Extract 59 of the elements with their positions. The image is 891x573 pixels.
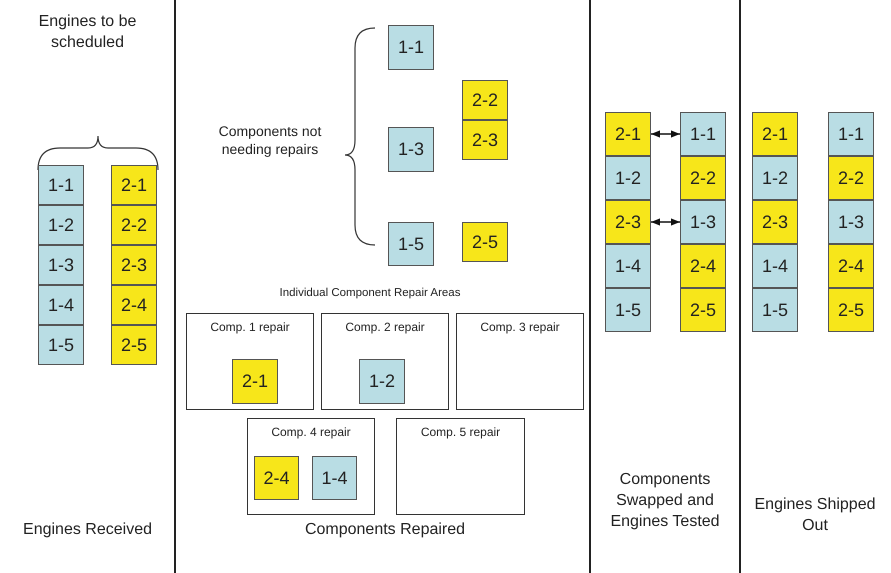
double-arrow	[651, 130, 680, 138]
component-box: 1-1	[680, 112, 726, 156]
double-arrow	[651, 218, 680, 226]
component-box: 1-1	[828, 112, 874, 156]
component-box: 1-1	[38, 165, 84, 205]
component-box: 2-1	[232, 359, 278, 404]
component-box: 1-3	[680, 200, 726, 244]
component-box: 1-3	[388, 127, 434, 172]
component-box: 2-2	[111, 205, 157, 245]
component-box: 1-2	[752, 156, 798, 200]
component-box: 1-5	[752, 288, 798, 332]
repair-area-box	[396, 418, 525, 515]
component-box: 2-1	[605, 112, 651, 156]
component-box: 2-1	[111, 165, 157, 205]
component-box: 2-2	[828, 156, 874, 200]
area-title: Comp. 5 repair	[420, 425, 502, 439]
component-box: 2-3	[462, 120, 508, 160]
component-box: 2-2	[680, 156, 726, 200]
component-box: 1-5	[38, 325, 84, 365]
component-box: 2-4	[111, 285, 157, 325]
component-box: 2-4	[828, 244, 874, 288]
caption-text: Engines Received	[22, 520, 153, 540]
caption-text: Components Swapped and Engines Tested	[609, 470, 721, 532]
repair-area-box	[456, 313, 584, 410]
component-box: 2-3	[111, 245, 157, 285]
component-box: 1-2	[605, 156, 651, 200]
component-box: 1-5	[605, 288, 651, 332]
component-box: 2-1	[752, 112, 798, 156]
component-box: 2-5	[828, 288, 874, 332]
component-box: 1-3	[38, 245, 84, 285]
component-box: 2-5	[111, 325, 157, 365]
component-box: 2-2	[462, 80, 508, 120]
caption-text: Engines to be scheduled	[38, 12, 138, 53]
repair-area-box	[247, 418, 375, 515]
component-box: 1-2	[38, 205, 84, 245]
component-box: 1-4	[312, 456, 357, 500]
component-box: 2-5	[462, 222, 508, 262]
caption-text: Components not needing repairs	[218, 122, 322, 158]
component-box: 1-4	[605, 244, 651, 288]
area-title: Comp. 2 repair	[344, 320, 426, 334]
component-box: 1-1	[388, 25, 434, 70]
component-box: 1-4	[752, 244, 798, 288]
component-box: 2-3	[752, 200, 798, 244]
caption-text: Engines Shipped Out	[754, 495, 876, 536]
component-box: 1-2	[359, 359, 405, 404]
component-box: 1-4	[38, 285, 84, 325]
component-box: 1-3	[828, 200, 874, 244]
repair-area-box	[321, 313, 449, 410]
component-box: 1-5	[388, 222, 434, 266]
area-title: Comp. 4 repair	[270, 425, 352, 439]
component-box: 2-5	[680, 288, 726, 332]
caption-text: Components Repaired	[304, 520, 466, 540]
area-title: Comp. 3 repair	[479, 320, 561, 334]
repair-area-box	[186, 313, 314, 410]
component-box: 2-4	[254, 456, 299, 500]
caption-text: Individual Component Repair Areas	[278, 286, 462, 301]
component-box: 2-4	[680, 244, 726, 288]
component-box: 2-3	[605, 200, 651, 244]
area-title: Comp. 1 repair	[209, 320, 291, 334]
